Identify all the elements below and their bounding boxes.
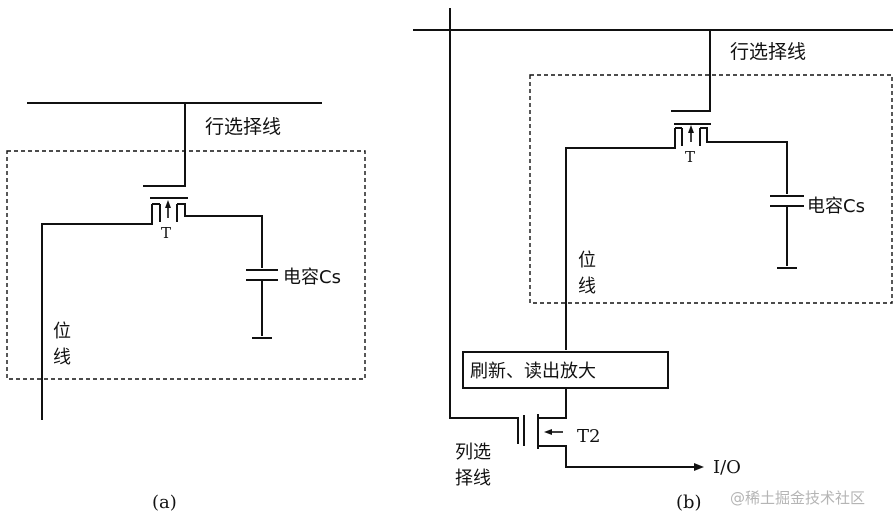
io-label: I/O bbox=[713, 457, 741, 478]
transistor2-label: T2 bbox=[577, 426, 600, 447]
row-select-label-a: 行选择线 bbox=[205, 116, 281, 138]
watermark: @稀土掘金技术社区 bbox=[730, 489, 865, 507]
column-select-label-1: 列选 bbox=[455, 442, 491, 463]
transistor-drain-wire-a bbox=[177, 203, 263, 268]
t2-lower-wire bbox=[538, 445, 700, 468]
arrow-head-a bbox=[165, 200, 171, 208]
transistor-drain-wire-b bbox=[700, 127, 788, 194]
caption-a: (a) bbox=[152, 492, 177, 513]
caption-b: (b) bbox=[676, 492, 702, 513]
bit-line-label-b-2: 线 bbox=[578, 276, 596, 297]
column-select-label-2: 择线 bbox=[455, 468, 491, 489]
row-select-gate-wire-b bbox=[671, 30, 711, 112]
bit-line-label-a-1: 位 bbox=[53, 321, 71, 342]
refresh-amplifier-label: 刷新、读出放大 bbox=[470, 361, 596, 382]
row-select-gate-wire-a bbox=[143, 103, 186, 187]
transistor-label-b: T bbox=[685, 148, 695, 166]
bit-line-b bbox=[565, 128, 676, 350]
t2-upper-wire bbox=[538, 388, 567, 419]
io-arrow-head bbox=[694, 463, 704, 471]
transistor-label-a: T bbox=[161, 224, 171, 242]
diagram-a: 行选择线 T 电容Cs 位 线 (a) bbox=[6, 102, 366, 513]
t2-arrow-head bbox=[544, 429, 552, 435]
row-select-label-b: 行选择线 bbox=[730, 41, 806, 63]
bit-line-a bbox=[41, 204, 153, 420]
capacitor-label-a: 电容Cs bbox=[283, 267, 341, 288]
capacitor-label-b: 电容Cs bbox=[807, 196, 865, 217]
cell-boundary-b bbox=[529, 74, 893, 304]
cell-boundary-a bbox=[6, 150, 366, 380]
bit-line-label-b-1: 位 bbox=[578, 250, 596, 271]
diagram-b: 行选择线 T 电容Cs 位 线 刷新、读出放大 bbox=[413, 8, 893, 513]
column-select-line bbox=[449, 8, 519, 444]
arrow-head-b bbox=[688, 125, 694, 133]
bit-line-label-a-2: 线 bbox=[53, 347, 71, 368]
